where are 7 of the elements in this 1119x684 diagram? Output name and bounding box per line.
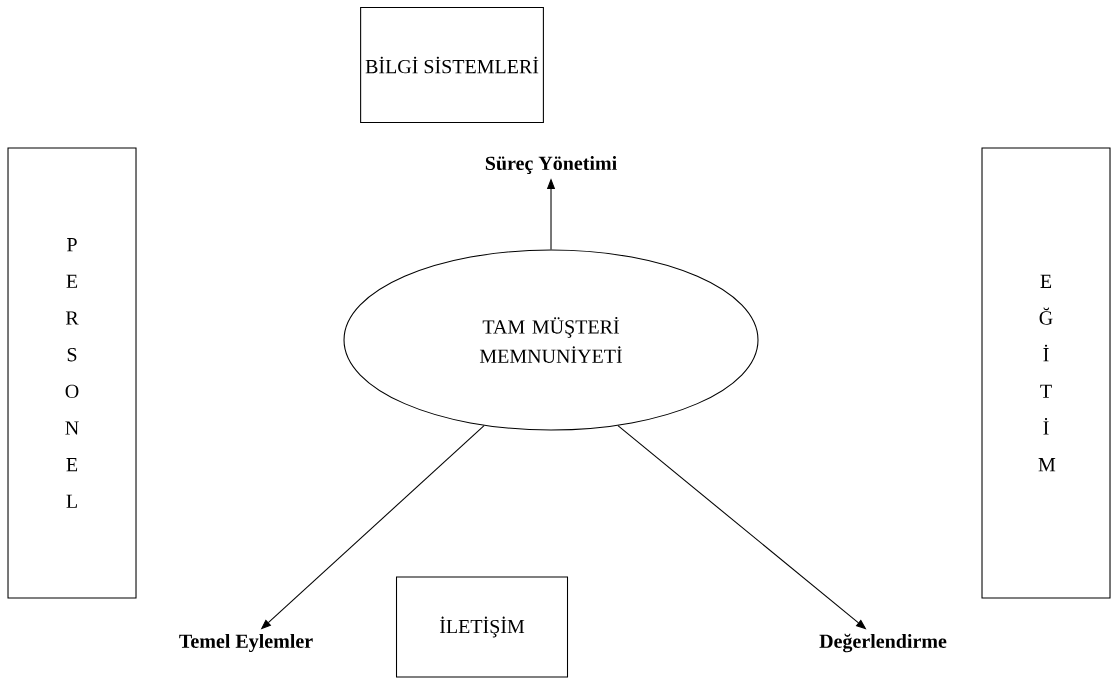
vertical-text-box: E Ğ İ T İ M <box>981 147 1111 599</box>
text-box: İLETİŞİM <box>395 576 569 678</box>
bold-label: Temel Eylemler <box>179 633 313 653</box>
bold-label: Değerlendirme <box>819 633 947 653</box>
text-box: BİLGİ SİSTEMLERİ <box>360 6 544 124</box>
vertical-text-box: P E R S O N E L <box>7 147 137 599</box>
bold-label: Süreç Yönetimi <box>485 156 617 174</box>
